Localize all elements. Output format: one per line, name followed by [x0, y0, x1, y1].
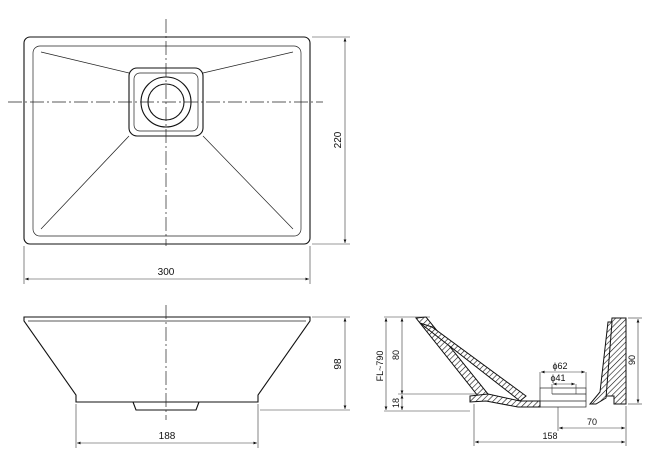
crease-line — [40, 135, 130, 230]
basin-outer-rim — [23, 36, 311, 245]
width-dimension-label: 300 — [158, 267, 175, 278]
crease-line — [202, 135, 294, 230]
top-view: 300 220 — [8, 19, 350, 284]
floor-section — [469, 393, 541, 408]
height-18-label: 18 — [391, 398, 401, 408]
outlet-ring — [539, 387, 587, 408]
basin-inner-bowl — [32, 45, 302, 237]
basin-front-outline — [23, 316, 311, 403]
front-view: 98 188 — [23, 305, 350, 448]
dim-70-label: 70 — [587, 417, 597, 427]
outlet-inner-dia-label: ϕ41 — [550, 373, 565, 383]
outlet-outer-dia-label: ϕ62 — [552, 361, 567, 371]
floor-level-label: FL~790 — [375, 351, 385, 382]
height-dimension-label: 98 — [333, 358, 344, 370]
right-inner-section — [588, 321, 613, 405]
section-view: FL~790 80 18 ϕ62 ϕ41 70 158 90 — [375, 316, 642, 446]
depth-dimension-label: 220 — [333, 131, 344, 148]
dim-158-label: 158 — [542, 431, 557, 441]
height-80-label: 80 — [391, 350, 401, 360]
crease-line — [202, 51, 294, 74]
base-width-dimension-label: 188 — [159, 431, 176, 442]
crease-line — [40, 51, 130, 74]
left-inner-slope-section — [419, 322, 527, 402]
height-90-label: 90 — [627, 355, 637, 365]
